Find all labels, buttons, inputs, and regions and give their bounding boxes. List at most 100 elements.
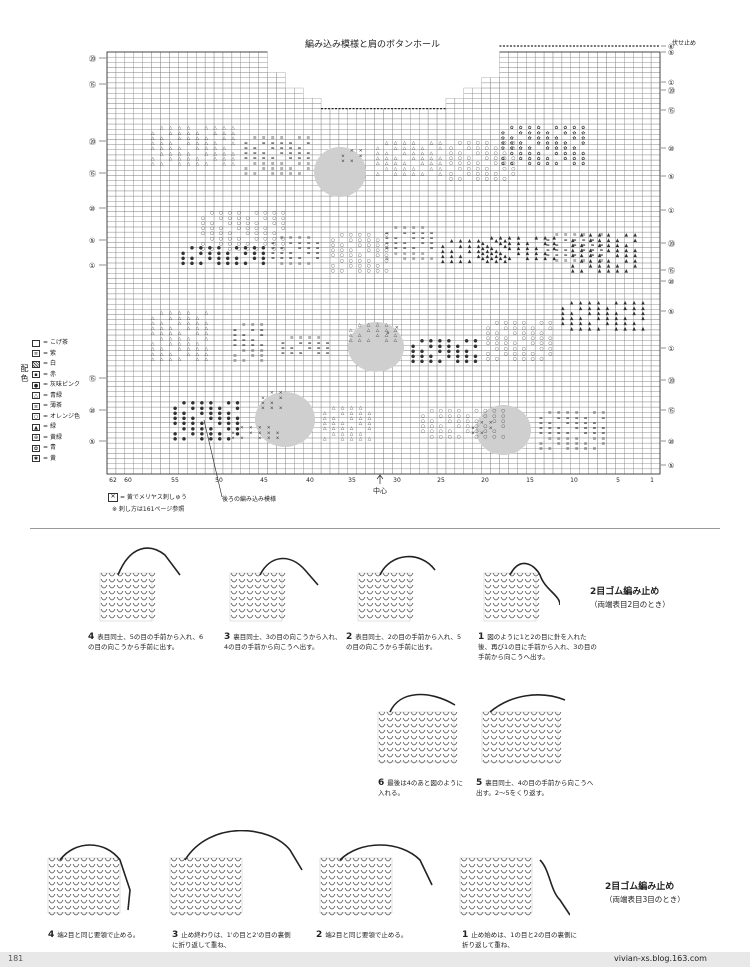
- svg-text:△: △: [205, 162, 209, 167]
- knitting-chart: △△△△△△△△△△△△△△△△△△△△△△△△△△△△△△△△△△△△△△△△…: [89, 43, 675, 484]
- bind-off-illustrations-row2: [377, 693, 566, 764]
- row-mark-left: ⑳: [89, 138, 96, 146]
- stitch-number: 45: [260, 477, 268, 484]
- legend-title: 配色: [20, 364, 29, 384]
- stitch-number: 35: [348, 477, 356, 484]
- stitch-number: 1: [650, 477, 654, 484]
- row-mark-right: ⑤: [668, 308, 674, 316]
- legend-item: ○=オレンジ色: [32, 412, 81, 421]
- row-mark-right: ①: [668, 207, 674, 215]
- row-mark-left: ①: [89, 262, 95, 270]
- yarn-strand: [259, 557, 319, 586]
- knitting-swatch: [377, 711, 458, 764]
- knitting-swatch: [47, 857, 121, 916]
- stitch-number: 15: [526, 477, 534, 484]
- row-mark-left: ⑤: [89, 438, 95, 446]
- yarn-strand: [539, 859, 570, 916]
- row-mark-right: ⑮: [668, 407, 675, 415]
- knitting-swatch: [169, 857, 243, 916]
- yarn-strand: [379, 555, 436, 576]
- knitting-swatch: [483, 572, 540, 622]
- row-mark-left: ⑮: [89, 375, 96, 383]
- legend-item: △=青緑: [32, 391, 80, 402]
- row-mark-right: ①: [668, 79, 674, 87]
- row-mark-left: ⑩: [89, 205, 95, 213]
- svg-text:△: △: [160, 152, 164, 157]
- row-mark-right: ⑥: [668, 43, 674, 51]
- bind-off-illustrations-row3: [47, 830, 570, 916]
- knitting-swatch: [319, 857, 393, 916]
- svg-text:△: △: [205, 126, 209, 131]
- knitting-swatch: [357, 572, 414, 622]
- legend-item: ●=灰味ピンク: [32, 381, 81, 389]
- legend-item: =白: [32, 359, 80, 370]
- row-mark-right: ⑮: [668, 267, 675, 275]
- svg-text:△: △: [169, 157, 173, 162]
- svg-text:△: △: [187, 162, 191, 167]
- yarn-strand: [389, 693, 456, 713]
- row-mark-right: ⑩: [668, 438, 674, 446]
- stitch-number: 60: [124, 477, 132, 484]
- stitch-number: 62: [109, 477, 117, 484]
- bind-off-illustrations-row1: [99, 547, 560, 622]
- row-mark-right: ⑩: [668, 278, 674, 286]
- row-mark-left: ⑳: [89, 55, 96, 63]
- legend-item: ≡=紫: [32, 349, 57, 358]
- svg-text:△: △: [178, 162, 182, 167]
- svg-text:△: △: [196, 147, 200, 152]
- cast-off-label: 伏せ止め: [672, 40, 697, 47]
- section2-heading: 2目ゴム編み止め （両端表目3目のとき）: [605, 882, 685, 904]
- legend-item: ✱=黄: [32, 454, 57, 463]
- svg-text:△: △: [205, 152, 209, 157]
- yarn-strand: [184, 830, 303, 871]
- pointer-line: [203, 420, 223, 498]
- back-pattern-label: 後ろの編み込み模様: [222, 496, 277, 503]
- page-number: 181: [8, 954, 24, 963]
- yarn-strand: [117, 547, 181, 576]
- stitch-number: 30: [393, 477, 401, 484]
- row-mark-right: ⑳: [668, 87, 675, 95]
- row-mark-left: ⑮: [89, 170, 96, 178]
- stitch-number: 5: [616, 477, 620, 484]
- svg-text:△: △: [160, 126, 164, 131]
- section1-heading: 2目ゴム編み止め （両端表目2目のとき）: [590, 587, 670, 609]
- knitting-swatch: [459, 857, 533, 916]
- color-legend: =こげ茶≡=紫=白▪=赤●=灰味ピンク△=青緑≡=薄茶○=オレンジ色▲=緑⊕=黄…: [32, 338, 80, 464]
- stitch-number: 50: [215, 477, 223, 484]
- row-mark-left: ⑤: [89, 237, 95, 245]
- row-mark-right: ⑮: [668, 107, 675, 115]
- legend-item: ⊕=黄緑: [32, 433, 63, 442]
- row-mark-right: ⑤: [668, 49, 674, 57]
- knitting-swatch: [99, 572, 156, 622]
- legend-item: ✿=青: [32, 444, 57, 452]
- stitch-number: 10: [570, 477, 578, 484]
- site-watermark: vivian-xs.blog.163.com: [614, 954, 707, 963]
- svg-text:△: △: [213, 131, 217, 136]
- row-mark-right: ①: [668, 345, 674, 353]
- svg-text:△: △: [160, 162, 164, 167]
- stitch-number: 20: [481, 477, 489, 484]
- yarn-strand: [59, 844, 131, 911]
- svg-text:△: △: [178, 136, 182, 141]
- footer-bar: [0, 952, 750, 967]
- row-mark-left: ⑮: [89, 81, 96, 89]
- svg-text:△: △: [151, 162, 155, 167]
- center-label: 中心: [373, 487, 387, 495]
- legend-item: =こげ茶: [32, 338, 80, 349]
- knitting-swatch: [481, 711, 562, 764]
- row-mark-right: ⑳: [668, 377, 675, 385]
- yarn-strand: [339, 844, 433, 886]
- legend-item: ▲=緑: [32, 422, 80, 433]
- svg-text:△: △: [151, 147, 155, 152]
- legend-item: ▪=赤: [32, 370, 80, 381]
- stitch-number: 40: [306, 477, 314, 484]
- embroidery-note: ✕= 黄でメリヤス刺しゅう: [108, 492, 187, 502]
